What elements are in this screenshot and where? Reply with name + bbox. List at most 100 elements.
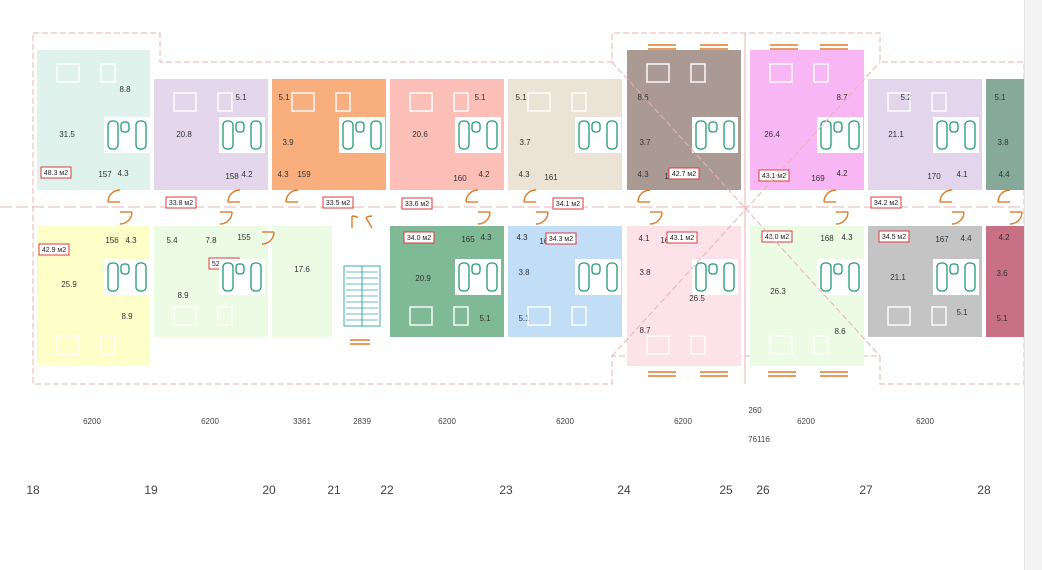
section-diagonal: [611, 61, 881, 357]
axis-label: 27: [859, 483, 873, 497]
room-area-label: 4.2: [478, 170, 490, 179]
apartment-area-box: [165, 196, 197, 209]
room-area-label: 4.3: [125, 236, 137, 245]
room-area-label: 8.9: [121, 312, 133, 321]
room-area-label: 5.2: [900, 93, 912, 102]
axis-label: 22: [380, 483, 394, 497]
door-swing-icon: [261, 231, 275, 245]
door-swing-icon: [465, 189, 479, 203]
window-icon: [409, 306, 433, 326]
stair-door-icon: [351, 215, 359, 228]
room-area-label: 5.1: [515, 93, 527, 102]
axis-label: 25: [719, 483, 733, 497]
building-outline: [32, 32, 1025, 385]
dimension-label: 260: [748, 406, 762, 415]
room-area-label: 3.8: [997, 138, 1009, 147]
room-area-label: 3.6: [996, 269, 1008, 278]
room-area-label: 4.1: [956, 170, 968, 179]
dimension-label: 2839: [353, 417, 371, 426]
apartment-area-box: [761, 230, 793, 243]
balcony-icon: [820, 371, 848, 377]
apt-top-4: 5.120.63.71604.233.6 м2: [390, 79, 504, 210]
bathroom-fixtures-icon: [104, 117, 150, 153]
apartment-total-area: 48.3 м2: [44, 170, 68, 177]
window-icon: [173, 306, 197, 326]
balcony-icon: [700, 44, 728, 50]
room-area-label: 21.1: [890, 273, 906, 282]
apartment-total-area: 34.2 м2: [874, 200, 898, 207]
window-icon: [217, 92, 233, 112]
door-swing-icon: [997, 189, 1011, 203]
room-area-label: 25.9: [61, 280, 77, 289]
bathroom-fixtures-icon: [575, 117, 621, 153]
room-area-label: 4.3: [117, 169, 129, 178]
room-area-label: 157: [98, 170, 112, 179]
room-area-label: 31.5: [59, 130, 75, 139]
door-swing-icon: [823, 189, 837, 203]
balcony-icon: [768, 371, 796, 377]
window-icon: [527, 306, 551, 326]
bathroom-fixtures-icon: [104, 259, 150, 295]
dimension-label: 6200: [201, 417, 219, 426]
total-dimension-label: 76116: [748, 435, 770, 444]
room-area-label: 5.4: [166, 236, 178, 245]
bathroom-fixtures-icon: [219, 259, 265, 295]
room-area-label: 4.3: [277, 170, 289, 179]
room-fill: [272, 226, 332, 337]
apartment-total-area: 33.5 м2: [326, 200, 350, 207]
room-area-label: 170: [927, 172, 941, 181]
window-icon: [690, 63, 706, 83]
axis-label: 24: [617, 483, 631, 497]
balcony-icon: [820, 44, 848, 50]
room-area-label: 26.3: [770, 287, 786, 296]
bathroom-fixtures-icon: [219, 117, 265, 153]
room-area-label: 158: [225, 172, 239, 181]
door-swing-icon: [107, 189, 121, 203]
apartment-total-area: 43.1 м2: [762, 173, 786, 180]
room-area-label: 4.3: [518, 170, 530, 179]
room-fill: [627, 226, 741, 366]
room-area-label: 26.5: [689, 294, 705, 303]
room-area-label: 4.3: [841, 233, 853, 242]
bathroom-fixtures-icon: [817, 117, 863, 153]
bathroom-fixtures-icon: [692, 259, 738, 295]
apartment-total-area: 34.3 м2: [549, 236, 573, 243]
room-area-label: 160: [453, 174, 467, 183]
room-area-label: 4.4: [998, 170, 1010, 179]
scrollbar[interactable]: [1024, 0, 1042, 570]
bathroom-fixtures-icon: [817, 259, 863, 295]
room-area-label: 17.6: [294, 265, 310, 274]
window-icon: [217, 306, 233, 326]
bathroom-fixtures-icon: [933, 117, 979, 153]
room-area-label: 26.4: [764, 130, 780, 139]
room-area-label: 3.8: [518, 268, 530, 277]
room-fill: [986, 79, 1024, 190]
window-icon: [646, 335, 670, 355]
room-area-label: 168: [820, 234, 834, 243]
room-area-label: 5.1: [479, 314, 491, 323]
apartment-area-box: [666, 231, 698, 244]
room-area-label: 4.3: [480, 233, 492, 242]
window-icon: [453, 306, 469, 326]
door-swing-icon: [637, 189, 651, 203]
room-area-label: 4.3: [516, 233, 528, 242]
window-icon: [887, 92, 911, 112]
balcony-icon: [648, 44, 676, 50]
window-icon: [100, 63, 116, 83]
axis-label: 20: [262, 483, 276, 497]
apartment-total-area: 33.6 м2: [405, 201, 429, 208]
apartment-area-box: [870, 196, 902, 209]
apartment-area-box: [545, 232, 577, 245]
apartment-total-area: 34.1 м2: [556, 201, 580, 208]
window-icon: [453, 92, 469, 112]
room-area-label: 4.2: [241, 170, 253, 179]
room-area-label: 159: [297, 170, 311, 179]
door-swing-icon: [477, 211, 491, 225]
apartment-area-box: [322, 196, 354, 209]
apartment-area-box: [40, 166, 72, 179]
room-area-label: 8.9: [177, 291, 189, 300]
balcony-icon: [648, 371, 676, 377]
bathroom-fixtures-icon: [455, 259, 501, 295]
stair-door-icon: [365, 215, 373, 229]
